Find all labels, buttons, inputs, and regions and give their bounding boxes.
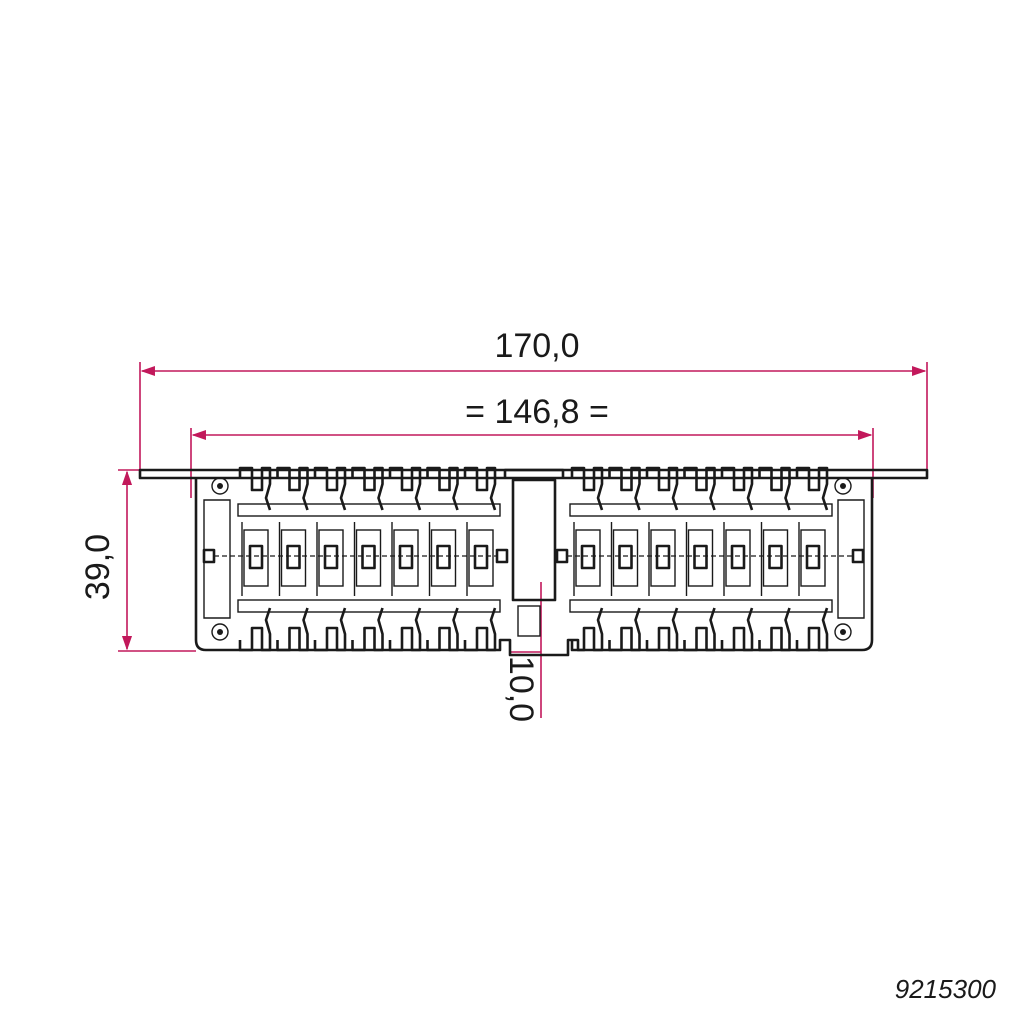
contact-clamp-right-5	[730, 544, 746, 570]
contact-clamp-right-2	[618, 544, 633, 570]
contact-body-right-3	[650, 529, 676, 587]
contact-clamp-left-2	[286, 544, 301, 570]
contact-slots	[238, 466, 829, 652]
mounting-hole-bottom-left	[211, 623, 229, 641]
contact-slot-bottom-left-7	[463, 607, 497, 652]
contact-body-right-5	[725, 529, 751, 587]
center-latch	[517, 605, 541, 637]
inner-frame	[203, 499, 865, 619]
contact-slot-bottom-right-2	[608, 607, 641, 652]
contact-body-left-3	[318, 529, 344, 587]
upper-rail	[237, 503, 501, 517]
dimension-lines	[118, 362, 928, 718]
contact-slot-bottom-left-2	[276, 607, 309, 652]
contact-slot-top-left-6	[426, 466, 459, 511]
contact-slot-top-right-2	[608, 466, 641, 511]
end-post-right	[851, 548, 865, 564]
contact-slot-bottom-left-5	[388, 607, 422, 652]
contact-slot-bottom-right-5	[720, 607, 754, 652]
contact-body-left-1	[243, 529, 269, 587]
contact-slot-top-left-3	[313, 466, 347, 511]
mounting-hole-top-left	[211, 477, 229, 495]
contact-slot-bottom-left-6	[426, 607, 459, 652]
contact-body-right-6	[762, 529, 789, 587]
contact-body-left-7	[468, 529, 494, 587]
contact-clamp-left-5	[398, 544, 414, 570]
contact-slot-top-left-2	[276, 466, 309, 511]
contact-clamp-left-1	[248, 544, 264, 570]
contact-clamp-right-3	[655, 544, 671, 570]
end-post-left	[202, 548, 216, 564]
terminal-block-outline	[138, 468, 929, 657]
contact-slot-top-right-1	[570, 466, 604, 511]
contact-body-right-7	[800, 529, 826, 587]
contact-slot-top-left-7	[463, 466, 497, 511]
contact-slot-top-right-6	[758, 466, 791, 511]
contact-slot-bottom-left-1	[238, 607, 272, 652]
contact-slot-top-left-1	[238, 466, 272, 511]
upper-rail-right	[569, 503, 833, 517]
contact-clamp-left-4	[361, 544, 376, 570]
contact-slot-top-right-4	[683, 466, 716, 511]
contact-slot-bottom-right-1	[570, 607, 604, 652]
contact-slot-bottom-right-4	[683, 607, 716, 652]
contact-body-right-2	[612, 529, 639, 587]
contact-slot-bottom-left-3	[313, 607, 347, 652]
contact-slot-bottom-right-6	[758, 607, 791, 652]
part-number: 9215300	[895, 974, 997, 1004]
overall-width-label: 170,0	[494, 327, 579, 365]
contact-slot-top-left-5	[388, 466, 422, 511]
height-label: 39,0	[79, 534, 117, 600]
contact-slot-bottom-right-7	[795, 607, 829, 652]
contact-slot-top-right-7	[795, 466, 829, 511]
contact-clamp-right-1	[580, 544, 596, 570]
contact-body-left-5	[393, 529, 419, 587]
center-post-left	[495, 548, 509, 564]
center-section	[503, 468, 565, 602]
main-body	[194, 478, 874, 657]
hole-spacing-label: = 146,8 =	[465, 393, 609, 431]
mounting-hole-bottom-right	[834, 623, 852, 641]
mounting-hole-top-right	[834, 477, 852, 495]
offset-label: 10,0	[502, 656, 540, 722]
contact-clamp-left-3	[323, 544, 339, 570]
lower-rail-right	[569, 599, 833, 613]
contact-body-left-6	[430, 529, 457, 587]
contact-clamp-right-6	[768, 544, 783, 570]
contact-clamp-left-6	[436, 544, 451, 570]
contact-slot-top-right-3	[645, 466, 679, 511]
contact-slot-bottom-right-3	[645, 607, 679, 652]
lower-rail	[237, 599, 501, 613]
center-post-right	[555, 548, 569, 564]
contact-slot-bottom-left-4	[351, 607, 384, 652]
contact-clamp-right-4	[693, 544, 708, 570]
contact-body-right-4	[687, 529, 714, 587]
contact-body-left-2	[280, 529, 307, 587]
contact-body-left-4	[355, 529, 382, 587]
contact-clamp-left-7	[473, 544, 489, 570]
contact-slot-top-right-5	[720, 466, 754, 511]
contact-clamp-right-7	[805, 544, 821, 570]
contact-slot-top-left-4	[351, 466, 384, 511]
contact-body-right-1	[575, 529, 601, 587]
